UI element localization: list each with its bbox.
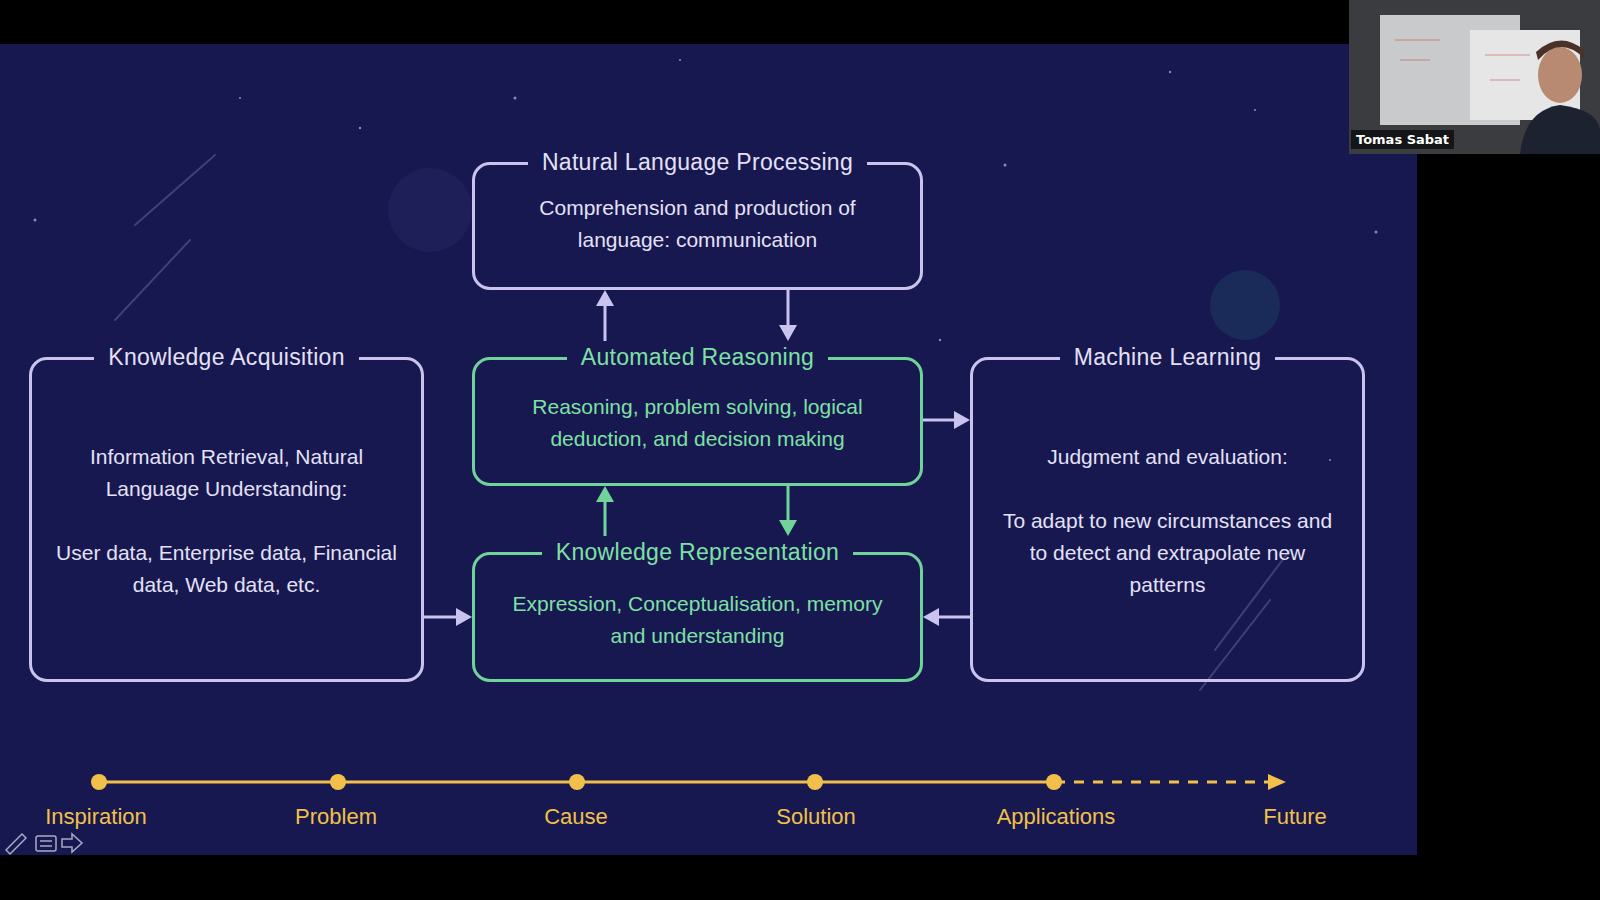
box-outline [29, 357, 424, 682]
box-text: Comprehension and production of language… [494, 192, 901, 256]
box-text: User data, Enterprise data, Financial da… [51, 537, 402, 601]
connector-arrow [779, 290, 797, 341]
timeline-label: Future [1263, 804, 1327, 830]
process-box: Machine LearningJudgment and evaluation:… [970, 341, 1365, 682]
box-text: Judgment and evaluation: [992, 441, 1343, 473]
box-heading: Automated Reasoning [567, 341, 828, 373]
connector-arrow [923, 608, 970, 626]
box-text: Expression, Conceptualisation, memory an… [494, 588, 901, 652]
box-heading-row: Knowledge Representation [472, 536, 923, 568]
box-body: Information Retrieval, Natural Language … [29, 441, 424, 601]
box-text: To adapt to new circumstances and to det… [992, 505, 1343, 601]
core-box: Automated ReasoningReasoning, problem so… [472, 341, 923, 486]
process-box: Natural Language ProcessingComprehension… [472, 146, 923, 290]
box-body: Reasoning, problem solving, logical dedu… [472, 391, 923, 455]
timeline-label: Problem [295, 804, 377, 830]
box-body: Comprehension and production of language… [472, 192, 923, 256]
box-outline [472, 162, 923, 290]
timeline-label: Inspiration [45, 804, 147, 830]
connector-arrow [779, 486, 797, 536]
process-box: Knowledge AcquisitionInformation Retriev… [29, 341, 424, 682]
box-text: Reasoning, problem solving, logical dedu… [494, 391, 901, 455]
box-heading-row: Natural Language Processing [472, 146, 923, 178]
box-text: Information Retrieval, Natural Language … [51, 441, 402, 505]
timeline-label: Applications [997, 804, 1116, 830]
connector-arrow [596, 486, 614, 536]
timeline-label: Solution [776, 804, 856, 830]
timeline-label: Cause [544, 804, 608, 830]
box-heading-row: Machine Learning [970, 341, 1365, 373]
box-heading-row: Automated Reasoning [472, 341, 923, 373]
box-heading: Machine Learning [1060, 341, 1276, 373]
connector-arrow [424, 608, 472, 626]
box-body: Judgment and evaluation: To adapt to new … [970, 441, 1365, 601]
box-heading-row: Knowledge Acquisition [29, 341, 424, 373]
connector-arrow [596, 290, 614, 341]
box-outline [472, 552, 923, 682]
box-heading: Natural Language Processing [528, 146, 867, 178]
box-heading: Knowledge Representation [542, 536, 853, 568]
connector-arrow [923, 411, 970, 429]
core-box: Knowledge RepresentationExpression, Conc… [472, 536, 923, 682]
box-body: Expression, Conceptualisation, memory an… [472, 588, 923, 652]
speaker-name: Tomas Sabat [1351, 130, 1454, 149]
box-outline [472, 357, 923, 486]
box-heading: Knowledge Acquisition [94, 341, 358, 373]
